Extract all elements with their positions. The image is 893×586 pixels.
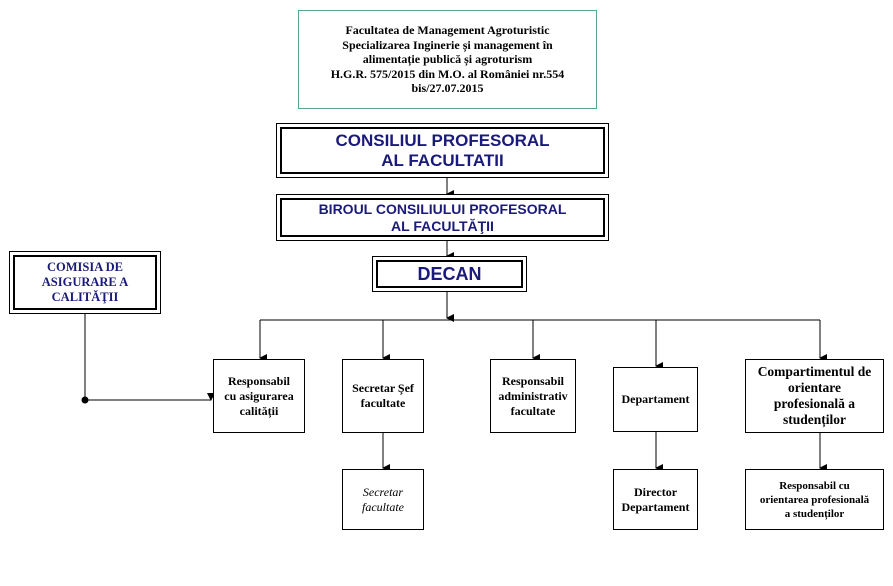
consiliul-line-1: CONSILIUL PROFESORAL bbox=[335, 130, 550, 150]
secretar-sef-line-1: Secretar Şef bbox=[352, 381, 414, 395]
compartiment-orientare-box: Compartimentul de orientare profesională… bbox=[745, 359, 884, 433]
faculty-header-box: Facultatea de Management Agroturistic Sp… bbox=[298, 10, 597, 109]
compartiment-line-1: Compartimentul de bbox=[757, 364, 872, 379]
responsabil-orientare-box: Responsabil cu orientarea profesională a… bbox=[745, 469, 884, 530]
biroul-line-2: AL FACULTĂŢII bbox=[391, 217, 494, 234]
biroul-consiliului-box: BIROUL CONSILIULUI PROFESORAL AL FACULTĂ… bbox=[276, 194, 609, 241]
consiliul-line-2: AL FACULTATII bbox=[381, 150, 504, 170]
header-line-1: Facultatea de Management Agroturistic bbox=[345, 23, 550, 38]
secretar-facultate-line-1: Secretar bbox=[362, 484, 404, 499]
resp-admin-line-3: facultate bbox=[510, 403, 556, 418]
director-line-1: Director bbox=[633, 484, 678, 499]
director-line-2: Departament bbox=[621, 499, 690, 514]
secretar-sef-box: Secretar Şef facultate bbox=[342, 359, 424, 433]
secretar-sef-line-2: facultate bbox=[360, 396, 406, 410]
header-line-3: alimentație publică și agroturism bbox=[362, 52, 533, 67]
director-departament-box: Director Departament bbox=[613, 469, 698, 530]
resp-calitate-line-3: calității bbox=[239, 403, 279, 418]
comisia-line-2: ASIGURARE A bbox=[41, 275, 129, 289]
decan-box: DECAN bbox=[372, 256, 527, 292]
departament-box: Departament bbox=[613, 367, 698, 432]
resp-orientare-line-2: orientarea profesională bbox=[759, 493, 870, 506]
resp-admin-line-1: Responsabil bbox=[501, 373, 565, 388]
comisia-line-1: COMISIA DE bbox=[46, 260, 124, 274]
secretar-facultate-box: Secretar facultate bbox=[342, 469, 424, 530]
departament-label: Departament bbox=[621, 392, 690, 406]
compartiment-line-2: orientare bbox=[788, 380, 841, 395]
header-line-2: Specializarea Inginerie și management în bbox=[342, 37, 553, 52]
compartiment-line-4: studenților bbox=[782, 412, 846, 427]
comisia-line-3: CALITĂŢII bbox=[51, 290, 119, 304]
secretar-facultate-line-2: facultate bbox=[362, 499, 404, 514]
responsabil-administrativ-box: Responsabil administrativ facultate bbox=[490, 359, 576, 433]
decan-label: DECAN bbox=[417, 263, 482, 284]
resp-orientare-line-3: a studenților bbox=[784, 507, 845, 520]
resp-admin-line-2: administrativ bbox=[498, 388, 568, 403]
resp-calitate-line-2: cu asigurarea bbox=[224, 388, 294, 403]
resp-orientare-line-1: Responsabil cu bbox=[779, 479, 850, 492]
comisia-calitate-box: COMISIA DE ASIGURARE A CALITĂŢII bbox=[9, 251, 161, 314]
resp-calitate-line-1: Responsabil bbox=[227, 373, 291, 388]
header-line-5: bis/27.07.2015 bbox=[411, 81, 484, 96]
compartiment-line-3: profesională a bbox=[773, 396, 856, 411]
header-line-4: H.G.R. 575/2015 din M.O. al României nr.… bbox=[330, 66, 565, 81]
biroul-line-1: BIROUL CONSILIULUI PROFESORAL bbox=[318, 200, 567, 217]
responsabil-calitate-box: Responsabil cu asigurarea calității bbox=[213, 359, 305, 433]
consiliul-profesoral-box: CONSILIUL PROFESORAL AL FACULTATII bbox=[276, 123, 609, 178]
